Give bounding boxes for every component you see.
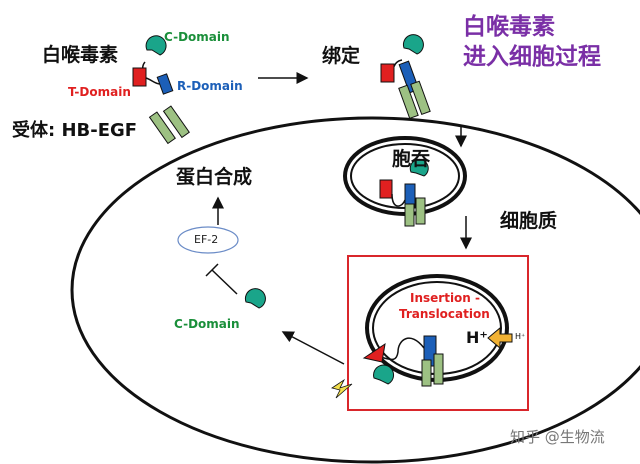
title-line-1: 白喉毒素: [463, 14, 555, 40]
label-cytoplasm: 细胞质: [500, 210, 558, 232]
diagram-title: 白喉毒素 进入细胞过程: [463, 12, 601, 72]
label-binding: 绑定: [322, 45, 361, 67]
label-receptor: 受体: HB-EGF: [12, 120, 138, 141]
label-t-domain: T-Domain: [68, 85, 131, 99]
endosome-vesicle: [343, 136, 467, 227]
label-r-domain: R-Domain: [177, 79, 243, 93]
title-line-2: 进入细胞过程: [463, 44, 601, 70]
bound-toxin: [380, 34, 431, 120]
watermark: 知乎 @生物流: [510, 428, 605, 446]
toxin-molecule: [132, 35, 174, 95]
label-c-domain: C-Domain: [164, 30, 230, 44]
arrow-to-cytosol-release: [281, 331, 345, 365]
label-c-domain-free: C-Domain: [174, 317, 240, 331]
label-h-plus-small: H⁺: [515, 332, 526, 341]
label-translocation: Translocation: [399, 307, 490, 321]
label-toxin: 白喉毒素: [42, 44, 119, 66]
label-protein-synthesis: 蛋白合成: [176, 166, 253, 188]
label-insertion: Insertion -: [410, 291, 481, 305]
free-c-domain: [244, 288, 266, 309]
insertion-translocation-box: [347, 255, 529, 411]
cleavage-lightning-icon: [331, 378, 353, 399]
inhibition-bar: [211, 269, 238, 295]
receptor-hb-egf: [148, 105, 190, 145]
label-ef2: EF-2: [194, 233, 219, 246]
label-h-plus: H⁺: [466, 328, 488, 347]
acidified-endosome: [362, 274, 509, 387]
proton-arrow: [487, 326, 513, 350]
cell-membrane: [70, 116, 640, 464]
label-endocytosis: 胞吞: [392, 148, 431, 170]
ef2-ellipse: [177, 226, 239, 254]
